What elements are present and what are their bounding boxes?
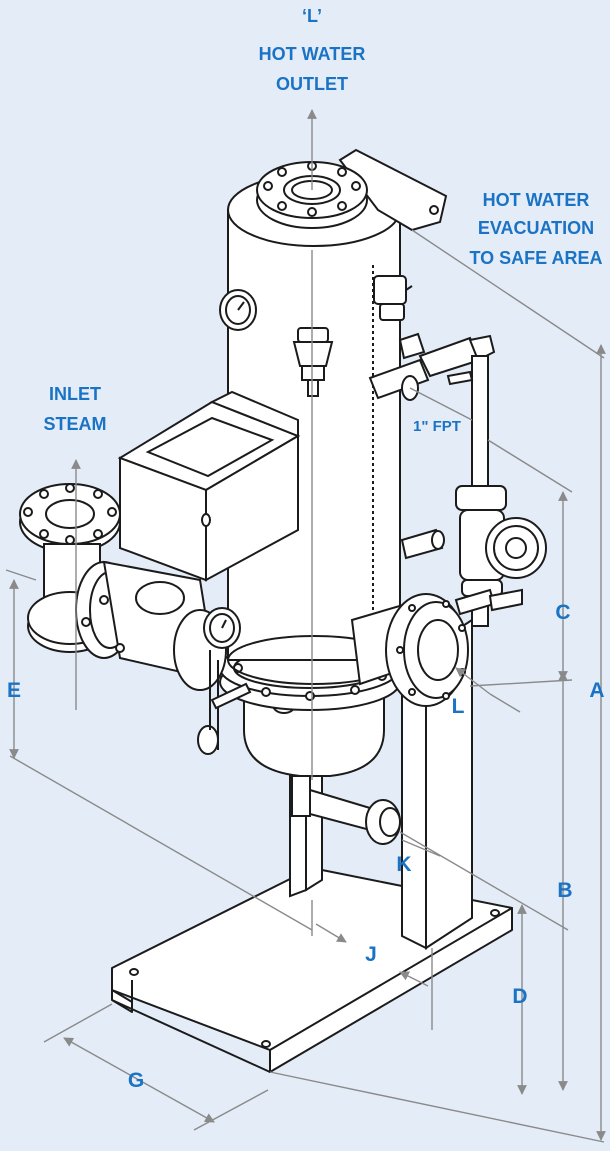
dimension-b-label: B bbox=[557, 879, 573, 902]
relief-valve bbox=[292, 327, 334, 397]
dimension-k-label: K bbox=[396, 853, 412, 876]
fpt-label: 1" FPT bbox=[413, 418, 461, 435]
fpt-pipe bbox=[368, 334, 496, 491]
drain-union-k bbox=[365, 799, 401, 845]
pressure-gauge-top bbox=[219, 289, 257, 331]
outlet-label-line2: OUTLET bbox=[276, 74, 348, 94]
inlet-label-line2: STEAM bbox=[43, 414, 107, 434]
sensor-fitting bbox=[398, 332, 445, 560]
dimension-e-label: E bbox=[6, 679, 21, 702]
dimension-g-label: G bbox=[127, 1069, 145, 1092]
outlet-tag-label: ‘L’ bbox=[301, 6, 322, 26]
evacuation-bracket bbox=[338, 148, 448, 232]
inlet-label-line1: INLET bbox=[49, 384, 101, 404]
dimension-c-label: C bbox=[555, 601, 571, 624]
pressure-gauge-lower bbox=[197, 607, 252, 755]
evacuation-label-line3: TO SAFE AREA bbox=[469, 248, 603, 268]
outlet-flange-side-l bbox=[350, 593, 469, 707]
outlet-label-line1: HOT WATER bbox=[258, 44, 366, 64]
evacuation-label-line1: HOT WATER bbox=[482, 190, 590, 210]
dimension-lines bbox=[5, 109, 606, 1143]
evacuation-label-line2: EVACUATION bbox=[477, 218, 595, 238]
dimension-d-label: D bbox=[512, 985, 528, 1008]
dimension-l-label: L bbox=[451, 695, 465, 718]
dimension-j-label: J bbox=[365, 943, 377, 966]
outlet-flange-top bbox=[256, 161, 368, 229]
dimension-a-label: A bbox=[589, 679, 605, 702]
evacuation-valve bbox=[373, 275, 413, 321]
control-box bbox=[117, 390, 301, 582]
bypass-line bbox=[454, 588, 523, 616]
support-legs bbox=[289, 618, 473, 950]
